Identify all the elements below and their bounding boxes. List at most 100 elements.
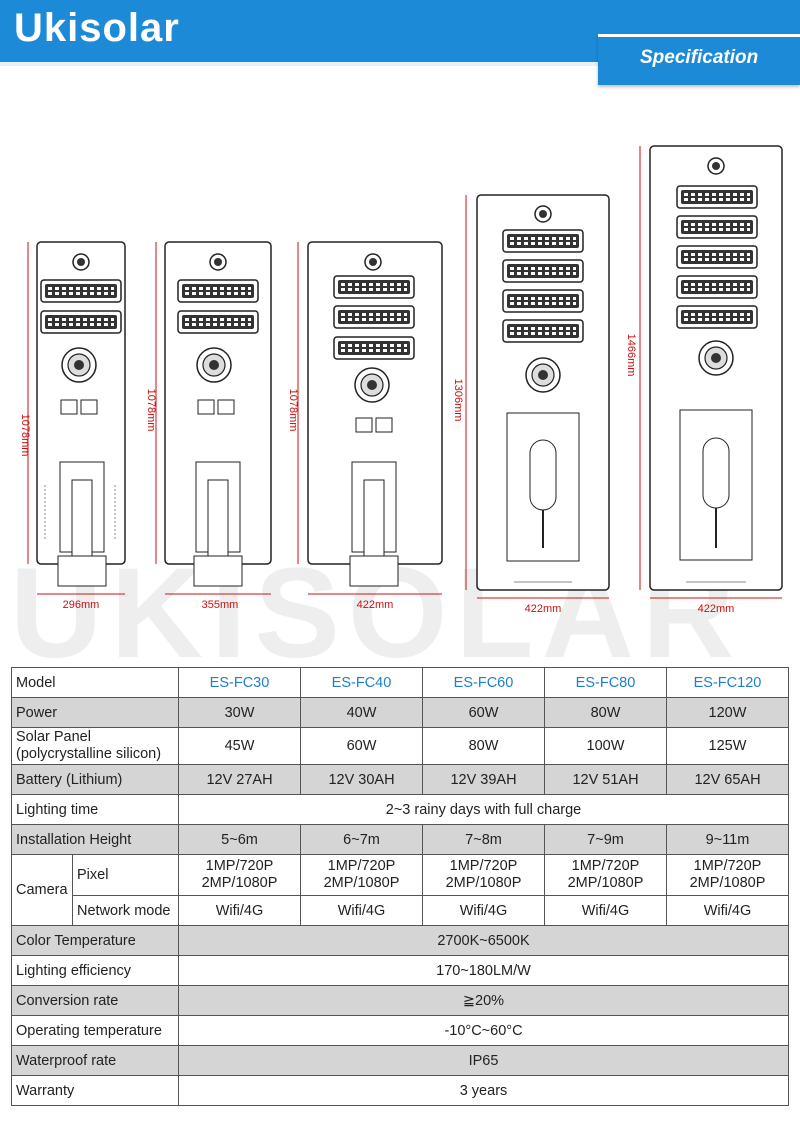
pixel-line1: 1MP/720P — [449, 858, 518, 874]
label-color-temperature: Color Temperature — [11, 925, 179, 956]
model-cell: ES-FC60 — [422, 667, 545, 698]
label-model: Model — [11, 667, 179, 698]
lighting-time-value: 2~3 rainy days with full charge — [178, 794, 789, 825]
label-network-mode: Network mode — [72, 895, 179, 926]
dim-height-es-fc60: 1078mm — [287, 389, 299, 432]
dim-height-es-fc30: 1078mm — [19, 414, 31, 457]
pixel-line2: 2MP/1080P — [445, 875, 522, 891]
pixel-line1: 1MP/720P — [205, 858, 274, 874]
label-installation-height: Installation Height — [11, 824, 179, 855]
battery-cell: 12V 39AH — [422, 764, 545, 795]
pixel-line1: 1MP/720P — [571, 858, 640, 874]
spec-table: Model ES-FC30 ES-FC40 ES-FC60 ES-FC80 ES… — [11, 667, 789, 1106]
row-battery: Battery (Lithium) 12V 27AH 12V 30AH 12V … — [11, 764, 789, 795]
warranty-value: 3 years — [178, 1075, 789, 1106]
row-color-temperature: Color Temperature 2700K~6500K — [11, 925, 789, 956]
height-cell: 5~6m — [178, 824, 301, 855]
dim-height-es-fc40: 1078mm — [145, 389, 157, 432]
lamp-es-fc60: 1078mm 422mm — [287, 241, 443, 611]
battery-cell: 12V 27AH — [178, 764, 301, 795]
color-temperature-value: 2700K~6500K — [178, 925, 789, 956]
solar-cell: 125W — [666, 727, 789, 765]
network-cell: Wifi/4G — [422, 895, 545, 926]
battery-cell: 12V 30AH — [300, 764, 423, 795]
row-waterproof-rate: Waterproof rate IP65 — [11, 1045, 789, 1076]
pixel-line1: 1MP/720P — [693, 858, 762, 874]
power-cell: 120W — [666, 697, 789, 728]
network-cell: Wifi/4G — [544, 895, 667, 926]
label-pixel: Pixel — [72, 854, 179, 896]
conversion-rate-value: ≧20% — [178, 985, 789, 1016]
row-warranty: Warranty 3 years — [11, 1075, 789, 1106]
height-cell: 6~7m — [300, 824, 423, 855]
label-warranty: Warranty — [11, 1075, 179, 1106]
lamp-es-fc120: 1466mm 422mm — [625, 145, 783, 615]
label-battery: Battery (Lithium) — [11, 764, 179, 795]
row-lighting-efficiency: Lighting efficiency 170~180LM/W — [11, 955, 789, 986]
pixel-line1: 1MP/720P — [327, 858, 396, 874]
page-header: Ukisolar — [0, 0, 800, 66]
solar-cell: 80W — [422, 727, 545, 765]
power-cell: 60W — [422, 697, 545, 728]
battery-cell: 12V 51AH — [544, 764, 667, 795]
label-waterproof-rate: Waterproof rate — [11, 1045, 179, 1076]
row-operating-temperature: Operating temperature -10°C~60°C — [11, 1015, 789, 1046]
model-cell: ES-FC120 — [666, 667, 789, 698]
model-cell: ES-FC40 — [300, 667, 423, 698]
dim-width-es-fc80: 422mm — [525, 603, 562, 615]
dim-width-es-fc120: 422mm — [698, 603, 735, 615]
brand-logo: Ukisolar — [14, 6, 180, 50]
label-operating-temperature: Operating temperature — [11, 1015, 179, 1046]
row-power: Power 30W 40W 60W 80W 120W — [11, 697, 789, 728]
model-cell: ES-FC80 — [544, 667, 667, 698]
dim-height-es-fc120: 1466mm — [625, 334, 637, 377]
dim-height-es-fc80: 1306mm — [452, 379, 464, 422]
network-cell: Wifi/4G — [300, 895, 423, 926]
pixel-line2: 2MP/1080P — [201, 875, 278, 891]
label-solar-panel-line1: Solar Panel — [16, 729, 91, 745]
solar-cell: 45W — [178, 727, 301, 765]
network-cell: Wifi/4G — [178, 895, 301, 926]
row-lighting-time: Lighting time 2~3 rainy days with full c… — [11, 794, 789, 825]
height-cell: 9~11m — [666, 824, 789, 855]
solar-cell: 100W — [544, 727, 667, 765]
power-cell: 80W — [544, 697, 667, 728]
label-solar-panel-line2: (polycrystalline silicon) — [16, 746, 162, 762]
pixel-line2: 2MP/1080P — [567, 875, 644, 891]
label-power: Power — [11, 697, 179, 728]
battery-cell: 12V 65AH — [666, 764, 789, 795]
specification-tab-label: Specification — [640, 47, 759, 68]
label-conversion-rate: Conversion rate — [11, 985, 179, 1016]
lamp-es-fc40: 1078mm 355mm — [145, 241, 272, 611]
row-installation-height: Installation Height 5~6m 6~7m 7~8m 7~9m … — [11, 824, 789, 855]
network-cell: Wifi/4G — [666, 895, 789, 926]
dim-width-es-fc60: 422mm — [357, 599, 394, 611]
label-camera: Camera — [11, 854, 73, 926]
waterproof-rate-value: IP65 — [178, 1045, 789, 1076]
dim-width-es-fc40: 355mm — [202, 599, 239, 611]
model-cell: ES-FC30 — [178, 667, 301, 698]
label-lighting-time: Lighting time — [11, 794, 179, 825]
row-model: Model ES-FC30 ES-FC40 ES-FC60 ES-FC80 ES… — [11, 667, 789, 698]
pixel-line2: 2MP/1080P — [689, 875, 766, 891]
lamp-es-fc30: 1078mm 296mm — [19, 241, 126, 611]
row-solar-panel: Solar Panel (polycrystalline silicon) 45… — [11, 727, 789, 765]
operating-temperature-value: -10°C~60°C — [178, 1015, 789, 1046]
power-cell: 40W — [300, 697, 423, 728]
power-cell: 30W — [178, 697, 301, 728]
dim-width-es-fc30: 296mm — [63, 599, 100, 611]
lamp-es-fc80: 1306mm 422mm — [452, 194, 610, 615]
label-lighting-efficiency: Lighting efficiency — [11, 955, 179, 986]
label-solar-panel: Solar Panel (polycrystalline silicon) — [11, 727, 179, 765]
row-camera-network: Network mode Wifi/4G Wifi/4G Wifi/4G Wif… — [12, 895, 789, 926]
lighting-efficiency-value: 170~180LM/W — [178, 955, 789, 986]
pixel-line2: 2MP/1080P — [323, 875, 400, 891]
specification-tab: Specification — [598, 34, 800, 85]
height-cell: 7~8m — [422, 824, 545, 855]
